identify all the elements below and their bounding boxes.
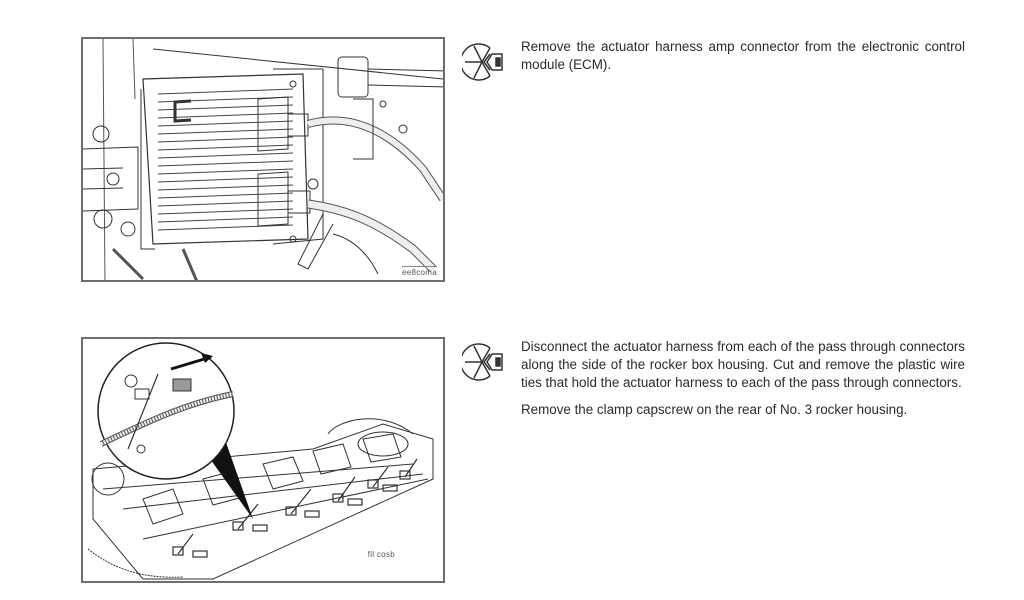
- figure-ecm-connector: ee8coma: [81, 37, 445, 282]
- step-paragraph: Disconnect the actuator harness from eac…: [521, 339, 965, 390]
- remove-connector-icon: [462, 43, 503, 81]
- step-1-text: Remove the actuator harness amp connecto…: [521, 38, 965, 83]
- figure-code-label: fil cosb: [367, 550, 395, 559]
- figure-code-label: ee8coma: [401, 266, 437, 277]
- step-paragraph: Remove the clamp capscrew on the rear of…: [521, 402, 908, 417]
- step-paragraph: Remove the actuator harness amp connecto…: [521, 39, 965, 72]
- rocker-housing-illustration: [87, 342, 434, 580]
- step-2-text: Disconnect the actuator harness from eac…: [521, 338, 965, 428]
- remove-connector-icon: [462, 343, 503, 381]
- figure-rocker-housing: fil cosb: [81, 337, 445, 583]
- ecm-illustration: [83, 39, 443, 280]
